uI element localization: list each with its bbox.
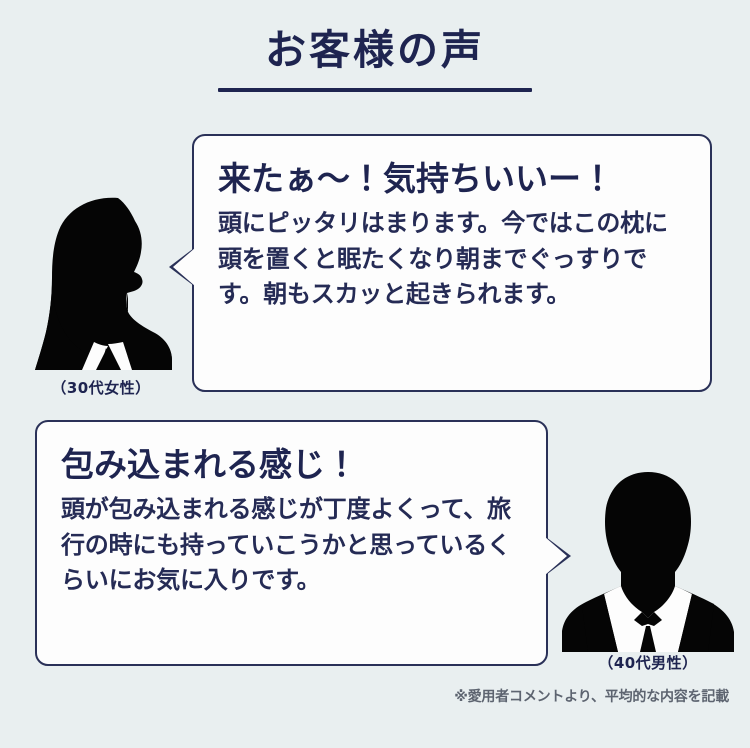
testimonial-2-body: 頭が包み込まれる感じが丁度よくって、旅行の時にも持っていこうかと思っているくらい… xyxy=(61,495,511,594)
title-underline-rule xyxy=(218,88,532,93)
testimonial-2-content: 包み込まれる感じ！ 頭が包み込まれる感じが丁度よくって、旅行の時にも持っていこう… xyxy=(37,422,546,616)
speech-tail-left-fill-icon xyxy=(173,248,195,286)
testimonial-2-attribution: （40代男性） xyxy=(598,654,698,672)
speech-tail-right-fill-icon xyxy=(545,537,567,575)
testimonial-2-headline: 包み込まれる感じ！ xyxy=(61,445,358,484)
male-bust-silhouette xyxy=(558,466,738,652)
testimonial-1-body: 頭にピッタリはまります。今ではこの枕に頭を置くと眠たくなり朝までぐっすりです。朝… xyxy=(218,209,668,308)
footnote-disclaimer: ※愛用者コメントより、平均的な内容を記載 xyxy=(454,689,729,705)
testimonial-1-headline: 来たぁ〜！気持ちいいー！ xyxy=(218,159,614,198)
female-profile-silhouette xyxy=(22,192,180,374)
testimonial-bubble-1: 来たぁ〜！気持ちいいー！ 頭にピッタリはまります。今ではこの枕に頭を置くと眠たく… xyxy=(169,134,712,392)
page-header: お客様の声 xyxy=(0,26,750,93)
testimonial-1-content: 来たぁ〜！気持ちいいー！ 頭にピッタリはまります。今ではこの枕に頭を置くと眠たく… xyxy=(194,136,710,330)
page-title: お客様の声 xyxy=(265,26,485,74)
testimonial-1-attribution: （30代女性） xyxy=(51,379,151,397)
testimonial-bubble-2: 包み込まれる感じ！ 頭が包み込まれる感じが丁度よくって、旅行の時にも持っていこう… xyxy=(35,420,571,666)
